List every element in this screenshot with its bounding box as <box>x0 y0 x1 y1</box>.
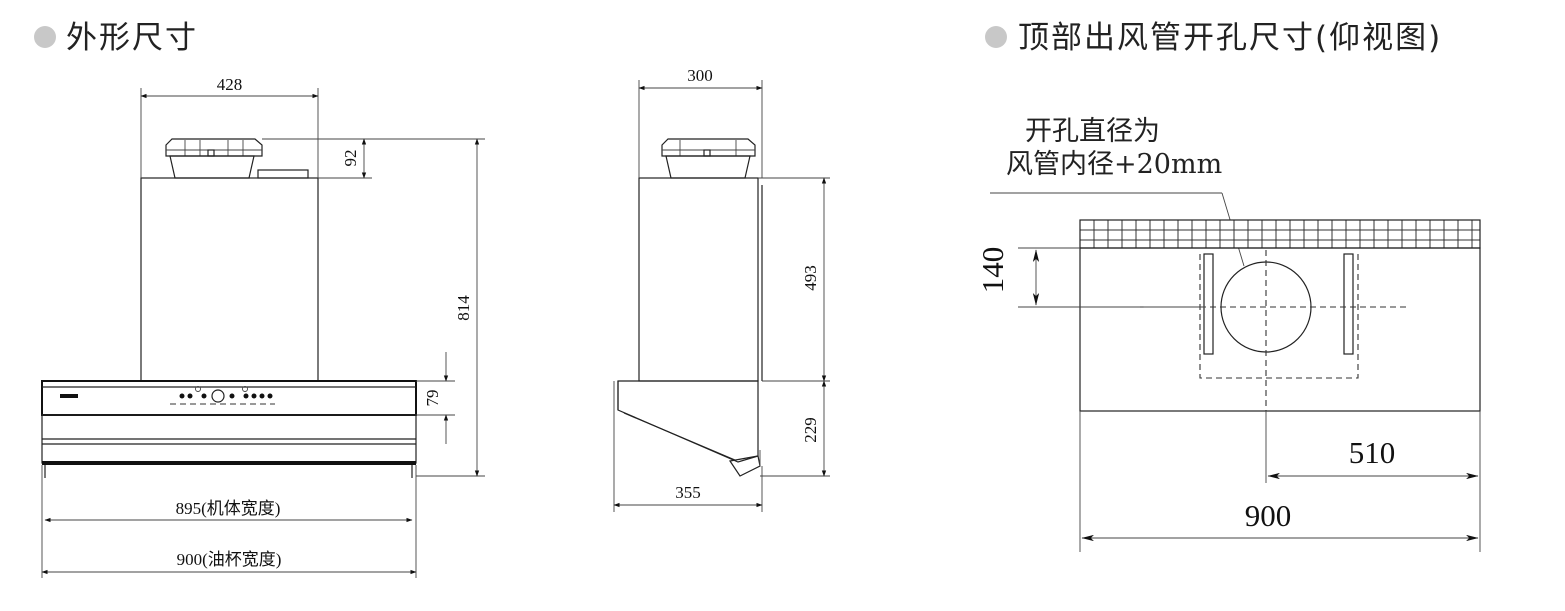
heading-left: 外形尺寸 <box>34 20 198 56</box>
front-oil-cup-edge <box>42 461 416 465</box>
mount-slot-left <box>1203 253 1214 355</box>
heading-right: 顶部出风管开孔尺寸(仰视图) <box>985 20 1442 56</box>
dim-vent-height: 92 <box>262 138 372 179</box>
front-vent-motor <box>165 138 309 179</box>
plan-outline <box>1079 247 1481 412</box>
dim-upper-height: 493 <box>758 177 830 382</box>
dim-offset-label: 140 <box>975 247 1010 294</box>
mount-slot-right <box>1343 253 1354 355</box>
dim-top-width: 428 <box>140 75 319 178</box>
dim-body-width: 895(机体宽度) <box>41 465 417 578</box>
note-line-1: 开孔直径为 <box>1025 116 1160 147</box>
side-vent-motor <box>661 138 756 179</box>
dim-lower-height: 229 <box>760 380 830 477</box>
side-hood-body <box>617 380 759 463</box>
dim-offset: 140 <box>975 247 1205 308</box>
dim-half: 510 <box>1265 411 1481 490</box>
note-line-2: 风管内径+20mm <box>1006 149 1222 180</box>
bullet-icon <box>985 26 1007 48</box>
front-view: 428 92 814 79 895(机体宽度) <box>41 75 485 578</box>
dim-top-depth: 300 <box>638 66 763 178</box>
brand-logo <box>60 394 78 398</box>
dim-total-height: 814 <box>372 138 485 477</box>
dim-bottom-depth-label: 355 <box>675 483 701 502</box>
front-chimney <box>140 177 319 382</box>
front-control-panel <box>41 380 417 416</box>
dim-lower-height-label: 229 <box>801 417 820 443</box>
top-view: 开孔直径为 风管内径+20mm 140 510 <box>975 116 1481 552</box>
heading-right-text: 顶部出风管开孔尺寸(仰视图) <box>1018 20 1442 56</box>
dim-top-width-label: 428 <box>217 75 243 94</box>
dim-panel-height-label: 79 <box>423 390 442 407</box>
ceiling-grid <box>1079 219 1481 249</box>
dim-full: 900 <box>1079 411 1481 552</box>
heading-left-text: 外形尺寸 <box>66 20 198 56</box>
control-buttons <box>170 386 275 405</box>
dim-top-depth-label: 300 <box>687 66 713 85</box>
dim-full-label: 900 <box>1245 498 1292 533</box>
dim-vent-height-label: 92 <box>341 150 360 167</box>
dim-half-label: 510 <box>1349 435 1396 470</box>
bullet-icon <box>34 26 56 48</box>
dim-bottom-depth: 355 <box>613 381 763 512</box>
dim-panel-height: 79 <box>416 352 455 444</box>
dim-total-height-label: 814 <box>454 295 473 321</box>
dim-cup-width-label: 900(油杯宽度) <box>177 550 282 569</box>
side-chimney <box>638 177 759 382</box>
dim-body-width-label: 895(机体宽度) <box>176 499 281 518</box>
dim-upper-height-label: 493 <box>801 265 820 291</box>
side-view: 300 493 229 355 <box>613 66 830 512</box>
dim-cup-width: 900(油杯宽度) <box>41 550 417 575</box>
